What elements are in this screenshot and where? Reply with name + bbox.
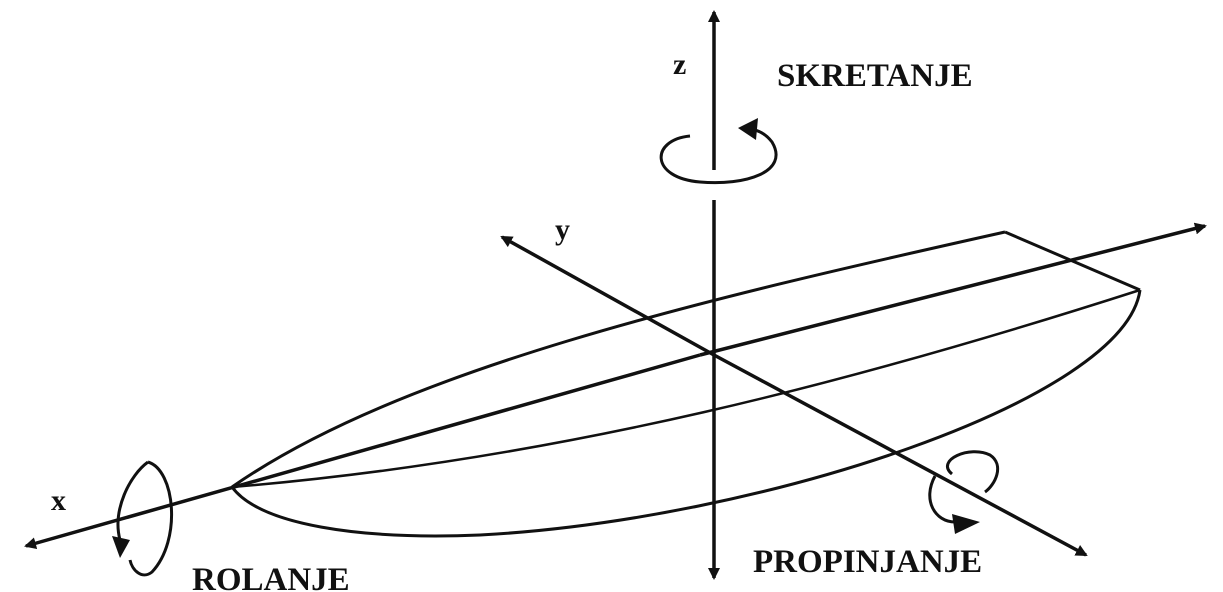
- roll-label: ROLANJE: [192, 562, 350, 592]
- y-axis-line-back: [500, 235, 715, 357]
- x-axis-label: x: [51, 484, 66, 517]
- x-axis: [24, 222, 1207, 550]
- y-axis-line-front: [713, 353, 1088, 557]
- hull: [230, 230, 1142, 538]
- y-axis: [500, 235, 1088, 557]
- pitch-rotation-arrow-icon: [928, 450, 1000, 534]
- y-axis-label: y: [555, 213, 570, 246]
- hull-top-edge: [231, 230, 1006, 489]
- x-axis-line-front: [24, 353, 701, 550]
- hull-stern-curve: [230, 289, 1142, 538]
- z-axis-label: z: [673, 48, 686, 81]
- hull-waterline: [231, 288, 1141, 489]
- pitch-label: PROPINJANJE: [753, 544, 982, 580]
- yaw-rotation-arrow-icon: [659, 118, 778, 185]
- yaw-label: SKRETANJE: [777, 58, 973, 94]
- x-axis-line-back: [699, 222, 1207, 357]
- roll-rotation-arrow-icon: [112, 460, 173, 577]
